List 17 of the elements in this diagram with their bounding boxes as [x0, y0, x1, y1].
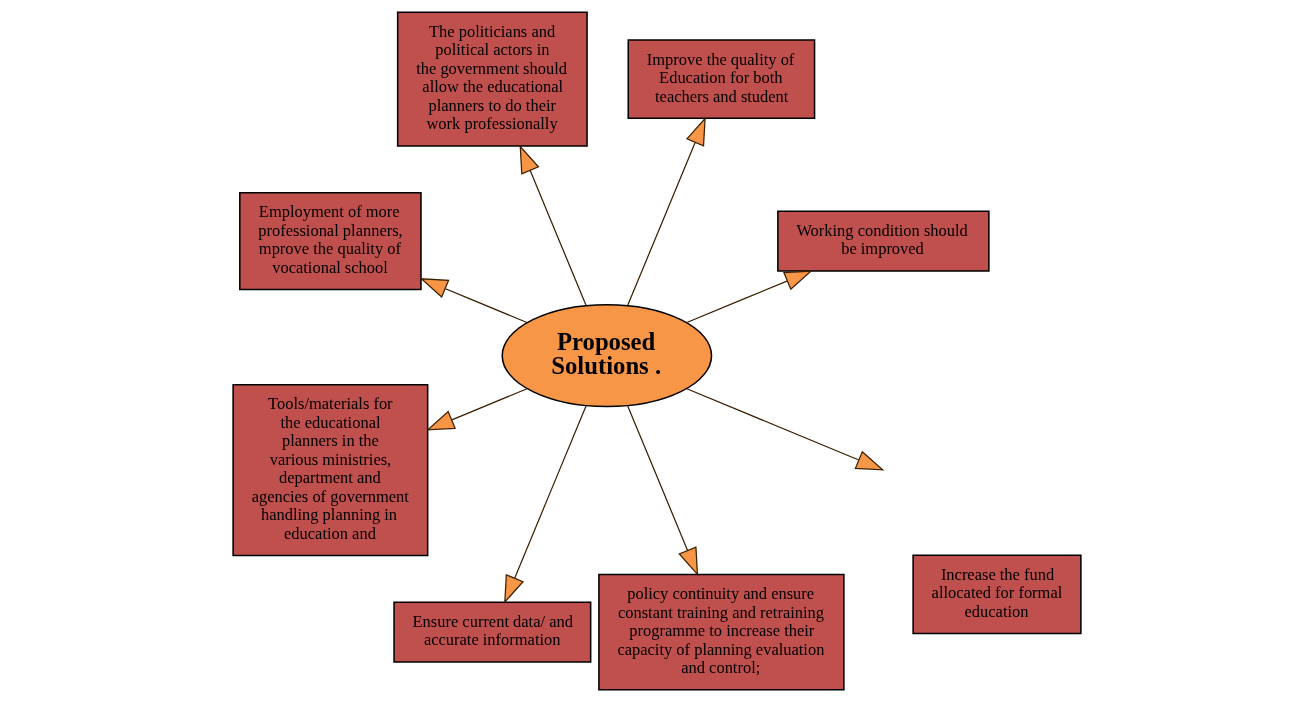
arrow — [519, 144, 587, 307]
node-ellipse: Proposed Solutions . — [501, 303, 713, 408]
node-box: Increase the fund allocated for formal education — [912, 554, 1082, 635]
node-box: policy continuity and ensure constant training and retraining programme to increase their capacity of planning evaluation and control; — [598, 573, 845, 691]
arrow — [686, 270, 813, 324]
arrow — [419, 278, 528, 324]
arrow — [686, 388, 885, 471]
node-box: Tools/materials for the educational planners in the various ministries, department and agencies of government handling planning in education and — [232, 383, 429, 557]
arrow — [504, 405, 587, 604]
node-box: Ensure current data/ and accurate information — [393, 601, 592, 663]
node-box: The politicians and political actors in the government should allow the educational planners to do their work professionally — [396, 11, 588, 147]
arrow — [627, 116, 706, 307]
node-box: Improve the quality of Education for both teachers and student — [627, 39, 816, 120]
node-box: Working condition should be improved — [777, 210, 990, 272]
arrow — [426, 388, 528, 431]
arrow — [627, 405, 699, 577]
node-box: Employment of more professional planners, mprove the quality of vocational school — [239, 191, 422, 291]
